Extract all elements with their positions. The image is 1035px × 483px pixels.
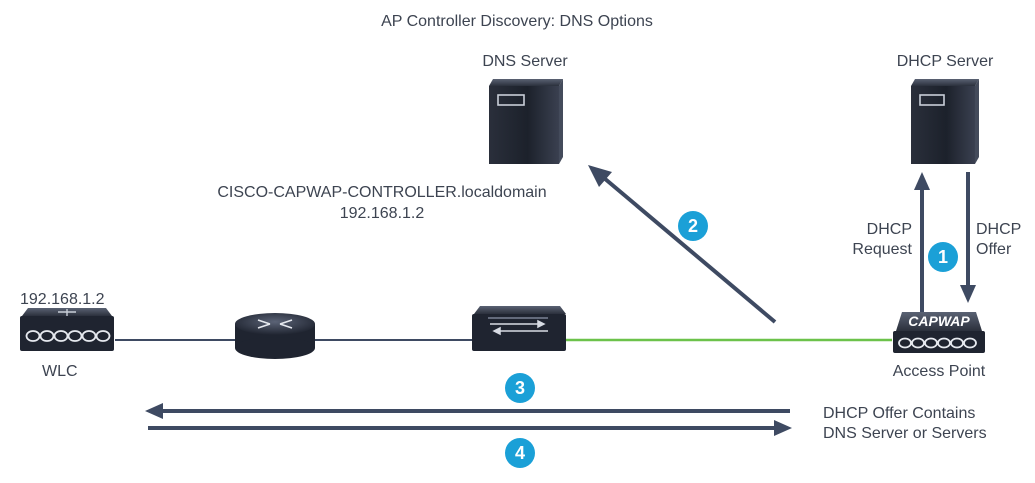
controller-icon: [20, 308, 114, 351]
dhcp-request-arrow: [914, 172, 930, 315]
server-icon: [489, 79, 563, 164]
dns-record-ip: 192.168.1.2: [339, 205, 425, 222]
dhcp-offer-label-1: DHCP: [976, 221, 1022, 238]
step-badge-4: 4: [505, 438, 535, 468]
dhcp-request-label-2: Request: [852, 241, 912, 258]
dns-server-label: DNS Server: [482, 53, 568, 70]
switch-icon: [472, 306, 566, 351]
dns-record-name: CISCO-CAPWAP-CONTROLLER.localdomain: [217, 184, 547, 201]
diagram-title: AP Controller Discovery: DNS Options: [381, 13, 653, 30]
dhcp-offer-label-2: Offer: [976, 241, 1012, 258]
dns-query-arrow: [588, 165, 777, 324]
wlc-ip-label: 192.168.1.2: [20, 291, 105, 308]
capwap-badge: CAPWAP: [908, 313, 970, 329]
dhcp-request-label-1: DHCP: [866, 221, 912, 238]
wlc-label: WLC: [42, 363, 78, 380]
wlc-to-ap-arrow: [148, 420, 792, 436]
step-badge-1: 1: [928, 242, 958, 272]
dhcp-offer-arrow: [960, 172, 976, 303]
step-badge-2: 2: [678, 211, 708, 241]
router-icon: [235, 313, 315, 359]
server-icon: [911, 79, 979, 164]
dhcp-offer-note-line1: DHCP Offer Contains: [823, 405, 976, 422]
offer-to-wlc-arrow: [145, 403, 790, 419]
step-badge-3: 3: [505, 373, 535, 403]
dhcp-offer-note-line2: DNS Server or Servers: [823, 425, 987, 442]
access-point-icon: CAPWAP: [893, 312, 985, 353]
dhcp-server-label: DHCP Server: [896, 53, 994, 70]
access-point-label: Access Point: [892, 363, 986, 380]
